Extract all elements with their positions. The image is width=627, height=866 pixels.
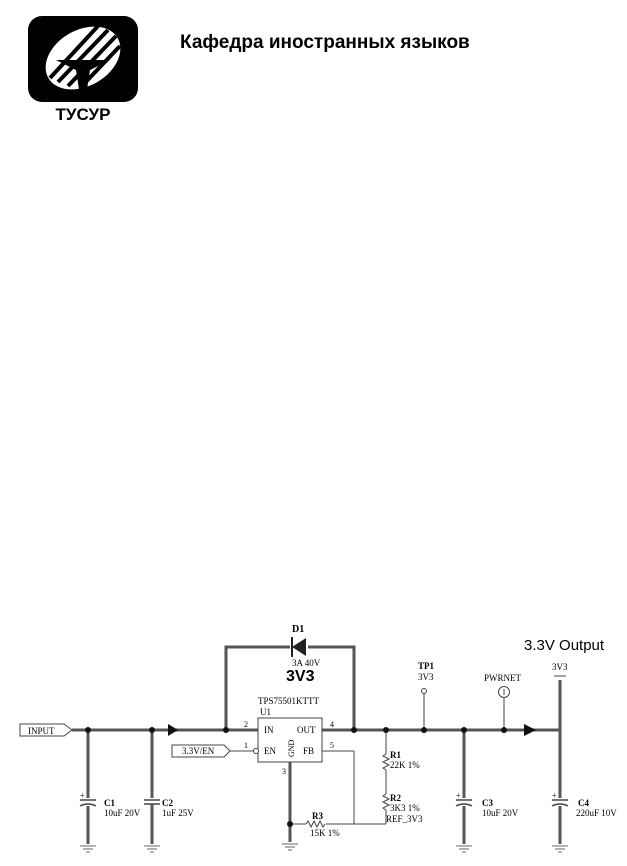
c3-value: 10uF 20V (482, 808, 519, 818)
test-point-tp1 (421, 688, 427, 730)
capacitor-c1: + (79, 730, 97, 853)
input-port (19, 723, 73, 737)
regulator-ref: U1 (260, 707, 271, 717)
capacitor-c2 (144, 730, 160, 853)
pin-in-label: IN (264, 725, 274, 735)
enable-port-label: 3.3V/EN (182, 746, 215, 756)
tp1-ref: TP1 (418, 661, 435, 671)
r1-ref: R1 (390, 750, 401, 760)
feedback-network (290, 730, 391, 829)
input-port-label: INPUT (28, 726, 55, 736)
c1-value: 10uF 20V (104, 808, 141, 818)
logo-text: ТУСУР (56, 105, 111, 124)
svg-text:+: + (456, 791, 461, 800)
pin-out-label: OUT (297, 725, 316, 735)
pin-gnd-label: GND (287, 739, 296, 757)
pin-en-label: EN (264, 746, 276, 756)
c4-ref: C4 (578, 798, 589, 808)
rail-label: 3V3 (552, 662, 568, 672)
junctions (85, 727, 507, 827)
pin-num-out: 4 (330, 720, 334, 729)
capacitor-c4: + (551, 680, 569, 853)
regulator-ground (282, 762, 298, 851)
pwrnet-label: PWRNET (484, 673, 522, 683)
c2-ref: C2 (162, 798, 173, 808)
tp1-net: 3V3 (418, 672, 434, 682)
pwrnet-flag (498, 686, 510, 730)
pin-num-in: 2 (244, 720, 248, 729)
regulator-part: TPS75501KTTT (258, 696, 320, 706)
net-3v3-big: 3V3 (286, 668, 315, 685)
regulator-u1 (257, 717, 323, 763)
r2-ref: R2 (390, 793, 401, 803)
pin-num-en: 1 (244, 741, 248, 750)
pin-num-gnd: 3 (282, 767, 286, 776)
tusur-logo: ТУСУР (28, 16, 138, 124)
diode-path (224, 637, 356, 730)
c2-value: 1uF 25V (162, 808, 194, 818)
r2-value: 3K3 1% (390, 803, 420, 813)
diode-ref: D1 (292, 624, 304, 635)
r3-value: 15K 1% (310, 828, 340, 838)
svg-text:+: + (80, 791, 85, 800)
pin-num-fb: 5 (330, 741, 334, 750)
r3-ref: R3 (312, 811, 323, 821)
c3-ref: C3 (482, 798, 493, 808)
department-title: Кафедра иностранных языков (180, 32, 470, 53)
svg-text:+: + (552, 791, 557, 800)
ref-3v3-label: REF_3V3 (386, 814, 423, 824)
r1-value: 22K 1% (390, 760, 420, 770)
capacitor-c3: + (455, 730, 473, 853)
enable-port (171, 744, 259, 758)
c1-ref: C1 (104, 798, 115, 808)
power-schematic: D1 3A 40V 3V3 3.3V Output TPS75501KTTT U… (19, 624, 617, 853)
c4-value: 220uF 10V (576, 808, 617, 818)
pin-fb-label: FB (303, 746, 314, 756)
output-title: 3.3V Output (524, 637, 605, 654)
diode-rating: 3A 40V (292, 658, 321, 668)
